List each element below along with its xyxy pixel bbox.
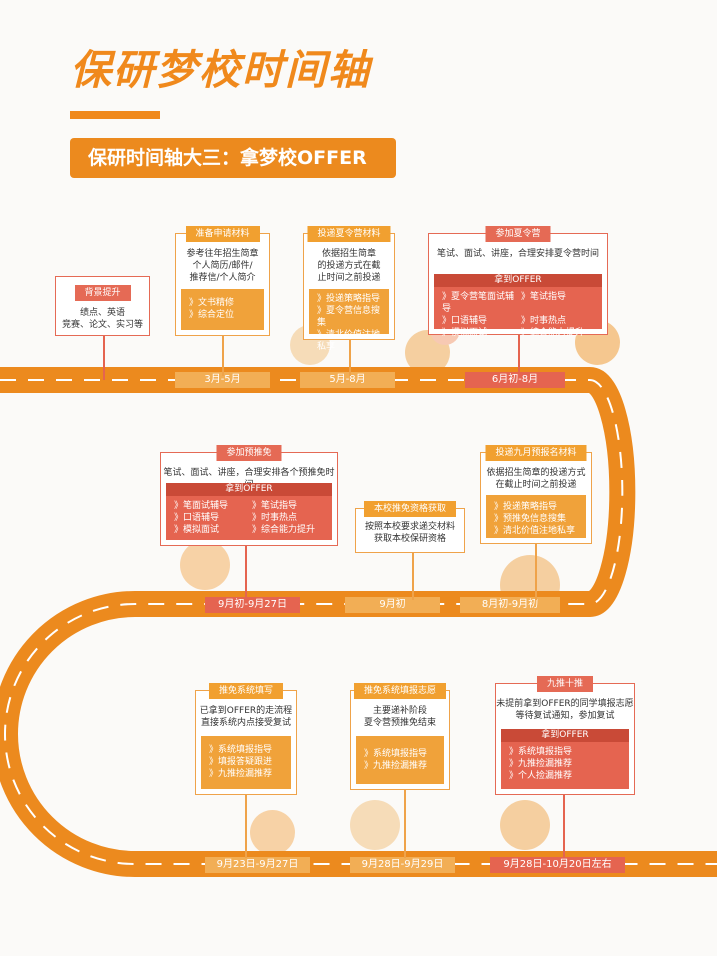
- item: 》投递策略指导: [494, 502, 558, 512]
- panel-sys-wish: 》系统填报指导 》九推捡漏推荐: [356, 736, 444, 784]
- item: 》文书精修: [189, 298, 235, 308]
- item: 》九推捡漏推荐: [509, 759, 573, 769]
- desc-qualify: 按照本校要求递交材料 获取本校保研资格: [364, 522, 455, 544]
- item: 》预推免信息搜集: [494, 514, 567, 524]
- item: 》综合定位: [189, 310, 235, 320]
- date-label-sep23: 9月23日-9月27日: [205, 857, 310, 873]
- desc-nine: 未提前拿到OFFER的同学填报志愿 等待复试通知，参加复试: [496, 699, 634, 721]
- page-title: 保研梦校时间轴: [70, 46, 371, 94]
- item: 》笔面试辅导: [174, 501, 229, 511]
- desc-summer-join: 笔试、面试、讲座，合理安排夏令营时间: [436, 249, 599, 259]
- item: 》清北价值注地私享: [494, 526, 576, 536]
- tag-sys-fill: 推免系统填写: [208, 683, 284, 699]
- panel-prep: 》文书精修 》综合定位: [181, 289, 264, 330]
- panel-title: 拿到OFFER: [166, 483, 332, 496]
- date-label-sep28: 9月28日-9月29日: [350, 857, 455, 873]
- item: 》口语辅导: [174, 513, 220, 523]
- stem: [103, 335, 105, 380]
- panel-sys-fill: 》系统填报指导 》填报答疑跟进 》九推捡漏推荐: [201, 736, 291, 789]
- item: 》笔试指导: [252, 501, 298, 511]
- date-label-sep: 9月初: [345, 597, 440, 613]
- date-label-may-aug: 5月-8月: [300, 372, 395, 388]
- desc-sept-apply: 依据招生简章的投递方式 在截止时间之前投递: [486, 468, 586, 490]
- date-label-mar-may: 3月-5月: [175, 372, 270, 388]
- item: 》综合能力提升: [252, 525, 316, 535]
- tag-summer-apply: 投递夏令营材料: [307, 226, 391, 242]
- item: 》模拟面试: [174, 525, 220, 535]
- stem: [222, 336, 224, 376]
- box-sys-fill: 推免系统填写 已拿到OFFER的走流程 直接系统内点接受复试 》系统填报指导 》…: [195, 683, 297, 795]
- item: 》投递策略指导: [317, 294, 381, 304]
- item: 》时事热点: [252, 513, 298, 523]
- panel-summer-apply: 》投递策略指导 》夏令营信息搜集 》清北价值注地私享: [309, 289, 389, 352]
- stem: [563, 795, 565, 858]
- item: 》填报答疑跟进: [209, 757, 273, 767]
- box-prep: 准备申请材料 参考往年招生简章 个人简历/邮件/ 推荐信/个人简介 》文书精修 …: [175, 226, 270, 336]
- panel-title: 拿到OFFER: [501, 729, 629, 742]
- bg-tree-shape: [250, 810, 295, 855]
- tag-summer-join: 参加夏令营: [485, 226, 551, 242]
- panel-summer-join: 拿到OFFER 》夏令营笔面试辅导 》笔试指导 》口语辅导 》时事热点 》模拟面…: [434, 274, 602, 338]
- item: 》综合能力提升: [521, 328, 585, 338]
- panel-pre-exempt: 拿到OFFER 》笔面试辅导 》笔试指导 》口语辅导 》时事热点 》模拟面试 》…: [166, 483, 332, 540]
- item: 》夏令营信息搜集: [317, 306, 381, 328]
- panel-sept-apply: 》投递策略指导 》预推免信息搜集 》清北价值注地私享: [486, 495, 586, 538]
- tag-prep: 准备申请材料: [185, 226, 260, 242]
- panel-title: 拿到OFFER: [434, 274, 602, 287]
- desc-prep: 参考往年招生简章 个人简历/邮件/ 推荐信/个人简介: [186, 249, 259, 283]
- panel-nine: 拿到OFFER 》系统填报指导 》九推捡漏推荐 》个人捡漏推荐: [501, 729, 629, 789]
- tag-background: 背景提升: [74, 285, 131, 301]
- box-qualify: 本校推免资格获取 按照本校要求递交材料 获取本校保研资格: [355, 501, 465, 553]
- stem: [349, 340, 351, 376]
- stem: [404, 790, 406, 858]
- box-nine: 九推十推 未提前拿到OFFER的同学填报志愿 等待复试通知，参加复试 拿到OFF…: [495, 676, 635, 795]
- item: 》九推捡漏推荐: [364, 761, 428, 771]
- subtitle-banner: 保研时间轴大三：拿梦校OFFER: [70, 138, 396, 178]
- desc-sys-fill: 已拿到OFFER的走流程 直接系统内点接受复试: [199, 706, 293, 728]
- date-label-sep-early: 9月初-9月27日: [205, 597, 300, 613]
- item: 》系统填报指导: [364, 749, 428, 759]
- bg-tree-shape: [180, 540, 230, 590]
- stem: [412, 552, 414, 600]
- date-label-aug-sep: 8月初-9月初: [460, 597, 560, 613]
- tag-qualify: 本校推免资格获取: [363, 501, 457, 517]
- item: 》时事热点: [521, 316, 567, 326]
- item: 》口语辅导: [442, 316, 488, 326]
- stem: [245, 795, 247, 858]
- item: 》清北价值注地私享: [317, 330, 381, 352]
- stem: [518, 335, 520, 375]
- box-background: 背景提升 绩点、英语 竞赛、论文、实习等: [55, 276, 150, 336]
- tag-nine: 九推十推: [536, 676, 594, 692]
- box-summer-apply: 投递夏令营材料 依据招生简章 的投递方式在截 止时间之前投递 》投递策略指导 》…: [303, 226, 395, 352]
- bg-tree-shape: [350, 800, 400, 850]
- desc-summer-apply: 依据招生简章 的投递方式在截 止时间之前投递: [317, 249, 381, 283]
- tag-pre-exempt: 参加预推免: [216, 445, 282, 461]
- item: 》个人捡漏推荐: [509, 771, 573, 781]
- item: 》系统填报指导: [509, 747, 573, 757]
- item: 》九推捡漏推荐: [209, 769, 273, 779]
- item: 》系统填报指导: [209, 745, 273, 755]
- title-underline: [70, 111, 160, 119]
- item: 》笔试指导: [521, 292, 567, 302]
- box-sys-wish: 推免系统填报志愿 主要递补阶段 夏令营预推免结束 》系统填报指导 》九推捡漏推荐: [350, 683, 450, 790]
- bg-tree-shape: [500, 800, 550, 850]
- date-label-jun-aug: 6月初-8月: [465, 372, 565, 388]
- box-summer-join: 参加夏令营 笔试、面试、讲座，合理安排夏令营时间 拿到OFFER 》夏令营笔面试…: [428, 226, 608, 338]
- date-label-sep28-oct: 9月28日-10月20日左右: [490, 857, 625, 873]
- desc-background: 绩点、英语 竞赛、论文、实习等: [61, 308, 143, 330]
- box-pre-exempt: 参加预推免 笔试、面试、讲座，合理安排各个预推免时间 拿到OFFER 》笔面试辅…: [160, 445, 338, 546]
- tag-sept-apply: 投递九月预报名材料: [485, 445, 587, 461]
- tag-sys-wish: 推免系统填报志愿: [353, 683, 447, 699]
- item: 》夏令营笔面试辅导: [442, 292, 515, 314]
- item: 》模拟面试: [442, 328, 488, 338]
- desc-sys-wish: 主要递补阶段 夏令营预推免结束: [363, 706, 436, 728]
- stem: [535, 543, 537, 600]
- box-sept-apply: 投递九月预报名材料 依据招生简章的投递方式 在截止时间之前投递 》投递策略指导 …: [480, 445, 592, 544]
- stem: [245, 545, 247, 600]
